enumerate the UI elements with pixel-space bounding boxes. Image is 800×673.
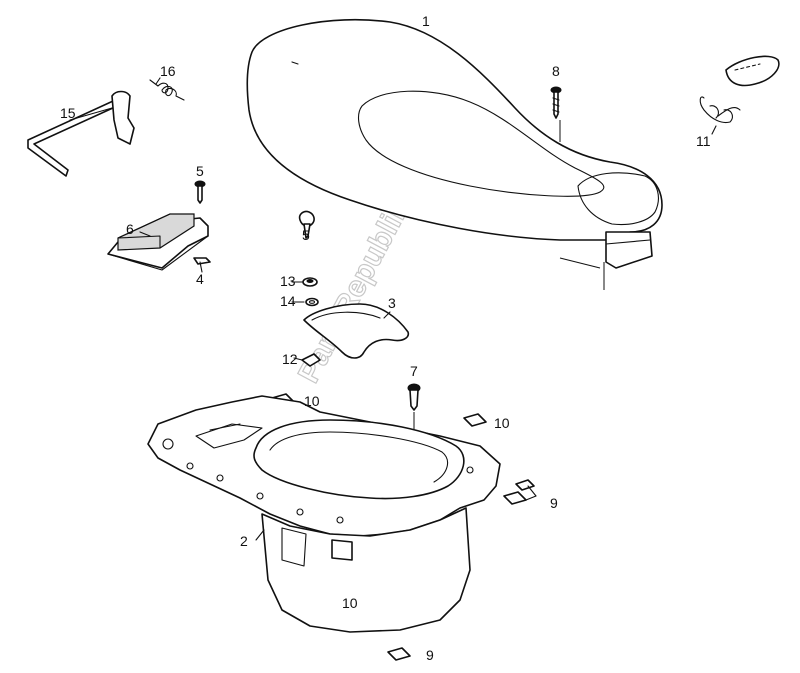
callout-16: 16 bbox=[160, 63, 176, 79]
washer-part-14 bbox=[305, 297, 319, 307]
callout-9a: 9 bbox=[550, 495, 558, 511]
screw-part-5a bbox=[194, 180, 206, 204]
callout-14: 14 bbox=[280, 293, 296, 309]
callout-10a: 10 bbox=[304, 393, 320, 409]
washer-part-13 bbox=[302, 277, 318, 287]
callout-5a: 5 bbox=[196, 163, 204, 179]
callout-12: 12 bbox=[282, 351, 298, 367]
callout-15: 15 bbox=[60, 105, 76, 121]
screw-part-8 bbox=[550, 86, 562, 142]
clip-part-10b bbox=[463, 413, 487, 427]
seat-part-1 bbox=[246, 19, 663, 290]
callouts: 1 2 3 4 5 5 6 7 8 9 9 10 10 10 11 12 13 … bbox=[60, 13, 711, 663]
clip-part-9a bbox=[503, 479, 535, 505]
callout-8: 8 bbox=[552, 63, 560, 79]
panel-part-3 bbox=[303, 303, 410, 359]
callout-6: 6 bbox=[126, 221, 134, 237]
leader-lines bbox=[69, 77, 717, 541]
callout-10c: 10 bbox=[342, 595, 358, 611]
callout-1: 1 bbox=[422, 13, 430, 29]
cover-part-6 bbox=[107, 213, 209, 271]
callout-9b: 9 bbox=[426, 647, 434, 663]
callout-5b: 5 bbox=[302, 227, 310, 243]
clip-part-11 bbox=[699, 55, 780, 124]
callout-11: 11 bbox=[696, 133, 711, 149]
callout-2: 2 bbox=[240, 533, 248, 549]
spring-part-16 bbox=[149, 79, 185, 101]
callout-4: 4 bbox=[196, 271, 204, 287]
callout-13: 13 bbox=[280, 273, 296, 289]
nut-part-4 bbox=[193, 257, 211, 265]
rod-part-15 bbox=[27, 90, 135, 177]
clip-part-9b bbox=[387, 647, 411, 661]
callout-3: 3 bbox=[388, 295, 396, 311]
callout-10b: 10 bbox=[494, 415, 510, 431]
callout-7: 7 bbox=[410, 363, 418, 379]
clip-part-12 bbox=[301, 353, 321, 367]
screw-part-5b bbox=[298, 210, 315, 239]
compartment-part-2 bbox=[147, 395, 501, 633]
